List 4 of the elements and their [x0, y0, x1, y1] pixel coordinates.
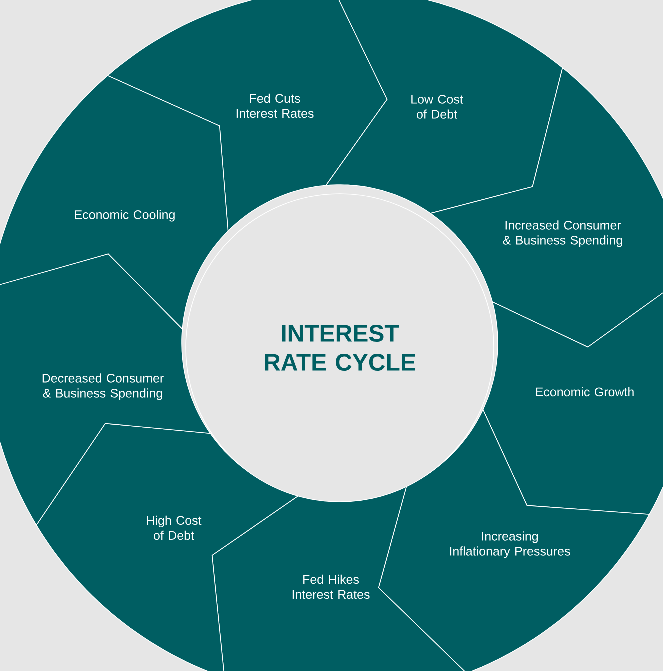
node-label: Increased Consumer & Business Spending — [503, 220, 622, 248]
node-label: Economic Growth — [536, 387, 634, 397]
cycle-segment: Low Cost of Debt — [325, 0, 564, 214]
cycle-segment: Economic Cooling — [0, 75, 229, 330]
